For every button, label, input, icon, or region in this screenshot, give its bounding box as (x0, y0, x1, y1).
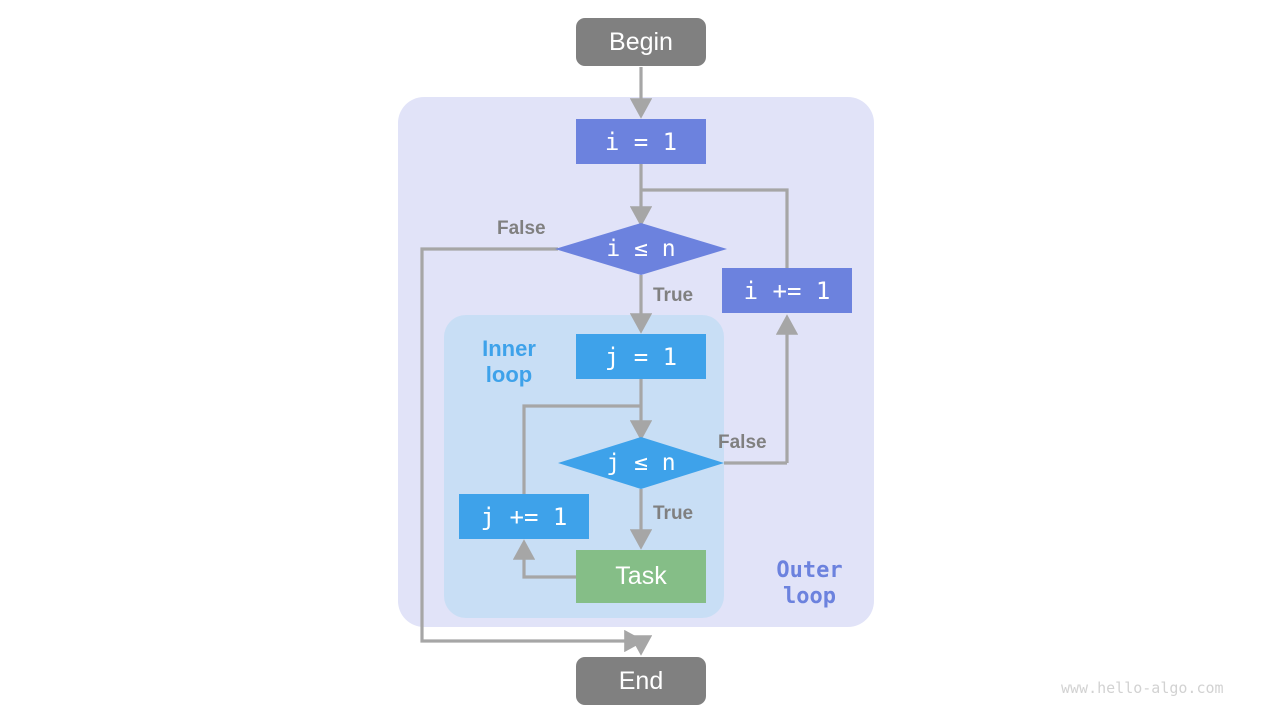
group-label-inner-loop: Inner loop (482, 336, 536, 387)
node-i-increment[interactable]: i += 1 (722, 268, 852, 313)
i-condition-diamond (555, 223, 727, 275)
node-i-init-label: i = 1 (604, 127, 678, 156)
edge-label-i-true: True (653, 285, 694, 306)
watermark: www.hello-algo.com (1061, 679, 1224, 697)
node-j-increment[interactable]: j += 1 (459, 494, 589, 539)
edge-i-increment-return (641, 188, 789, 268)
edge-label-j-false: False (718, 432, 767, 453)
edge-label-i-false: False (497, 218, 546, 239)
node-i-increment-label: i += 1 (743, 276, 831, 305)
node-begin-label: Begin (609, 27, 673, 56)
group-label-outer-loop: Outer loop (776, 558, 843, 609)
node-j-increment-label: j += 1 (480, 502, 568, 531)
edge-task-to-j-increment (512, 539, 576, 579)
edge-label-j-true: True (653, 503, 694, 524)
node-i-init[interactable]: i = 1 (576, 119, 706, 164)
node-task-label: Task (615, 562, 667, 590)
edge-j-increment-return (522, 404, 641, 494)
node-j-init[interactable]: j = 1 (576, 334, 706, 379)
node-end-label: End (618, 666, 664, 695)
node-end[interactable]: End (576, 657, 706, 705)
node-task[interactable]: Task (576, 550, 706, 603)
j-condition-diamond (558, 437, 724, 489)
node-begin[interactable]: Begin (576, 18, 706, 66)
node-j-init-label: j = 1 (604, 342, 678, 371)
edge-i-condition-false (420, 247, 645, 653)
